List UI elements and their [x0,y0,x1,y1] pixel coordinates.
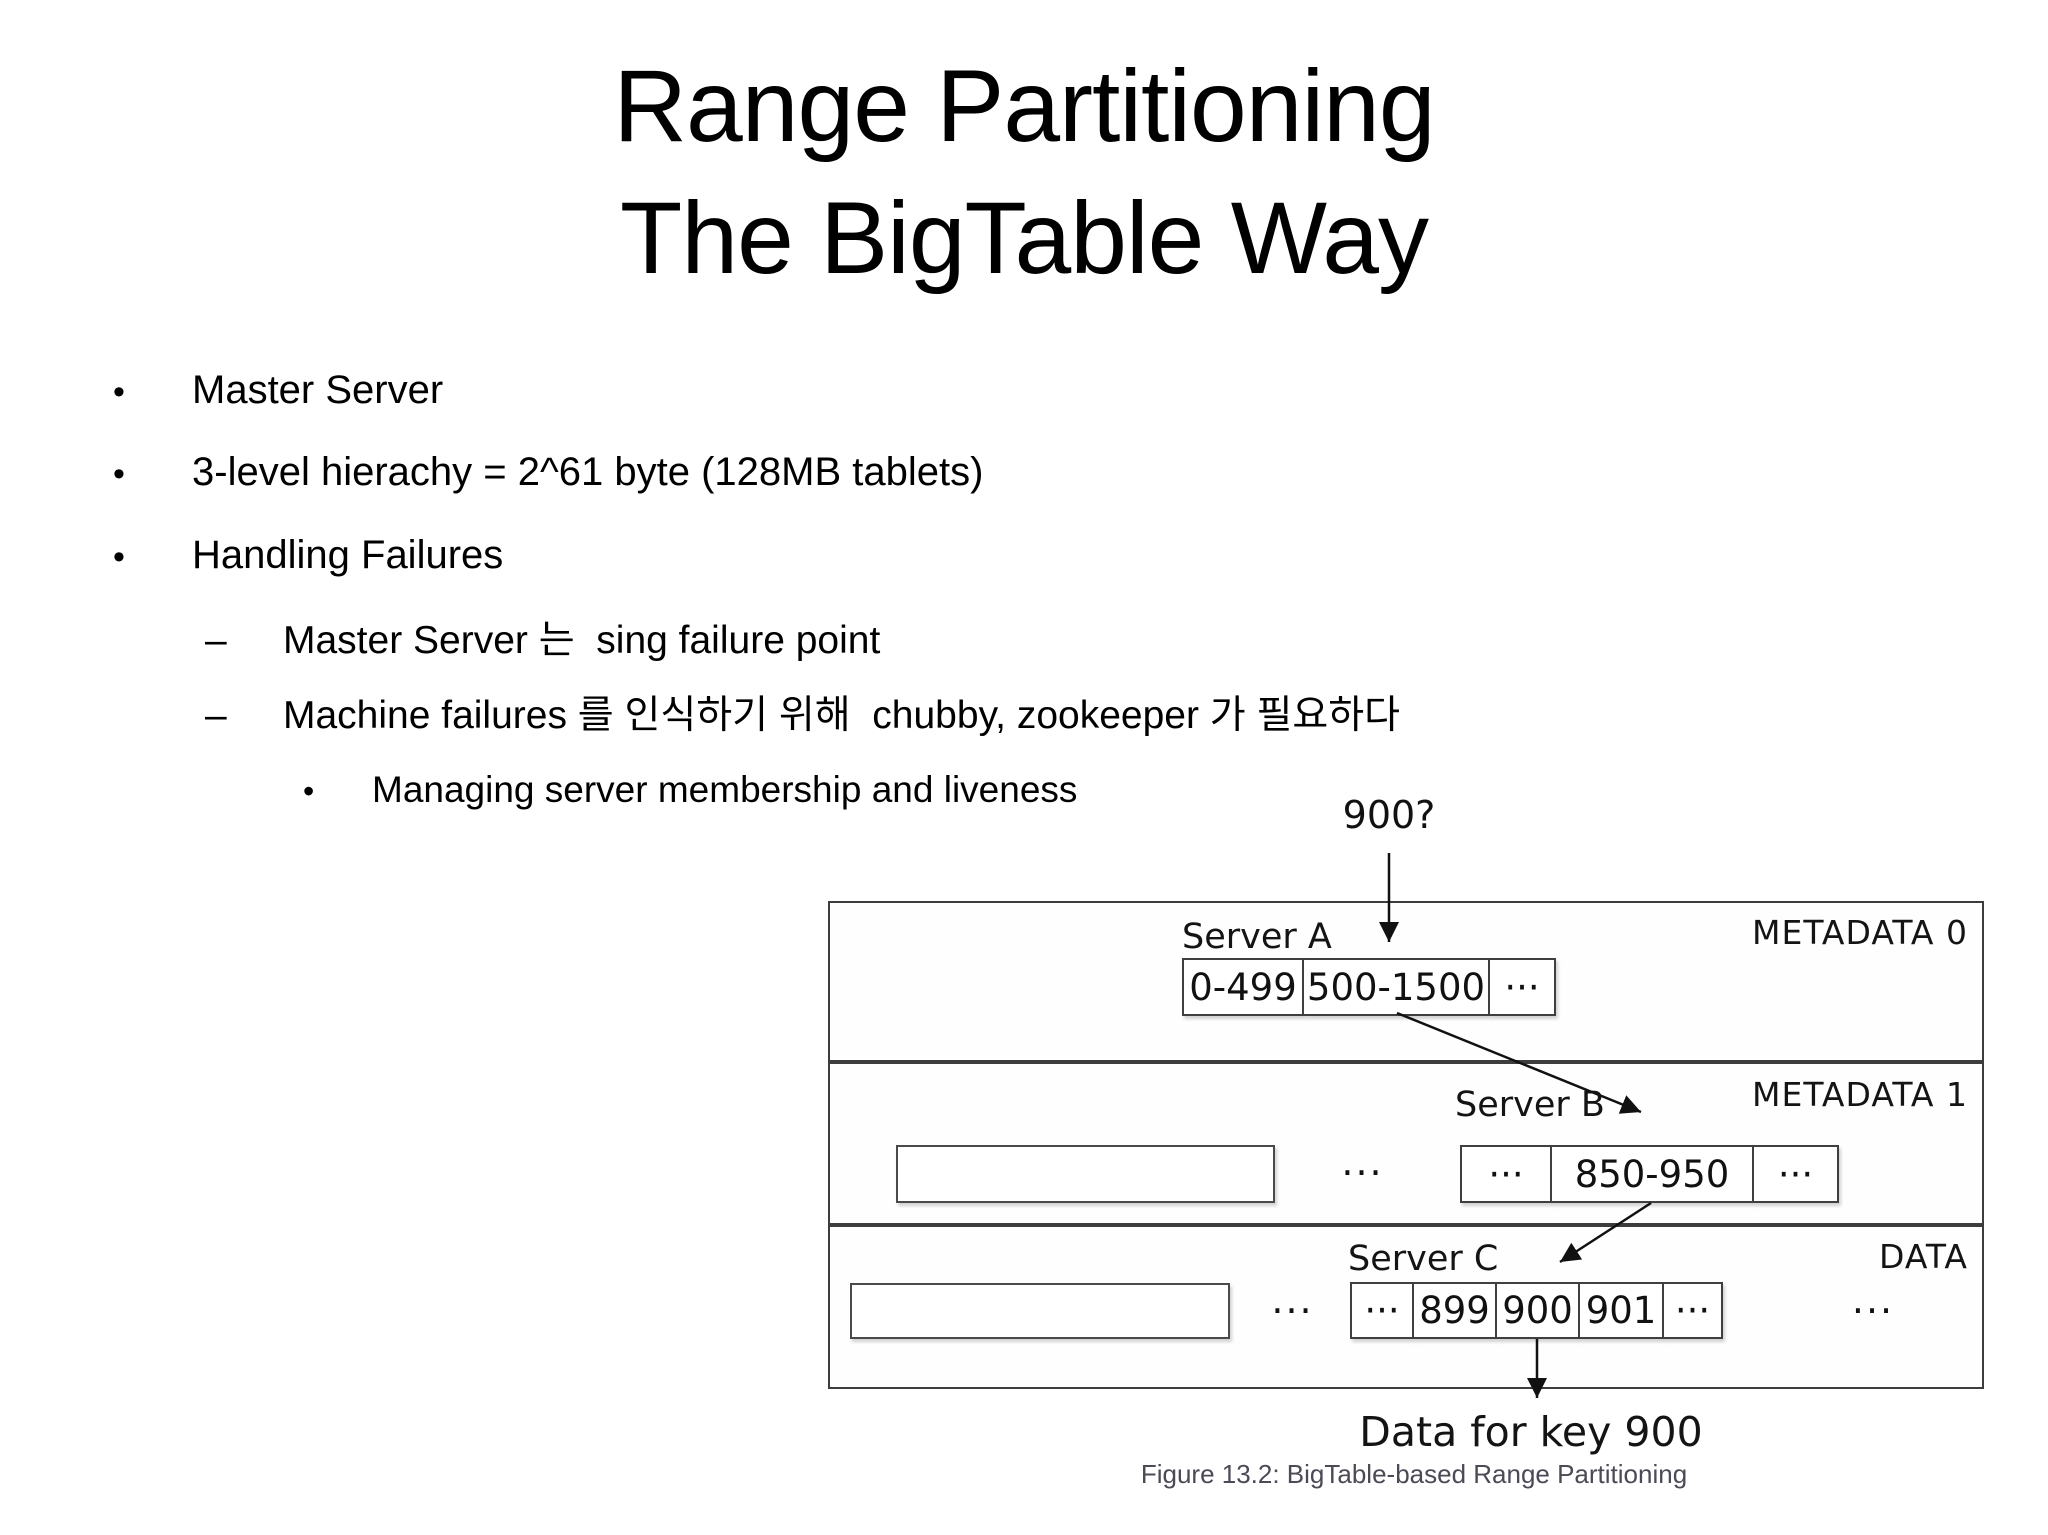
tablet-cell: 901 [1580,1282,1664,1339]
empty-tablet-box [850,1283,1230,1339]
bullet-item: • Handling Failures [113,531,503,581]
ellipsis: ··· [1851,1289,1895,1333]
tablet-cell: 900 [1497,1282,1580,1339]
section-label-metadata0: METADATA 0 [1752,913,1968,952]
bullet-text: Handling Failures [192,533,504,577]
server-a-tablet-row: 0-499 500-1500 ··· [1182,958,1556,1016]
tablet-cell: ··· [1754,1145,1839,1203]
tablet-cell: ··· [1350,1282,1414,1339]
bullet-item: – Master Server 는 sing failure point [205,617,880,664]
empty-tablet-box [896,1145,1275,1203]
ellipsis: ··· [1271,1289,1314,1333]
section-label-metadata1: METADATA 1 [1752,1075,1968,1114]
tablet-cell: 899 [1414,1282,1497,1339]
server-b-tablet-row: ··· 850-950 ··· [1460,1145,1839,1203]
tablet-cell: ··· [1490,958,1556,1016]
bullet-marker: • [113,538,125,576]
bullet-marker: • [113,455,125,493]
bullet-item: • Master Server [113,366,443,416]
section-divider [828,1223,1984,1227]
bullet-text: Master Server 는 sing failure point [283,619,881,662]
bullet-marker: • [113,373,125,411]
slide-title-line2: The BigTable Way [620,181,1429,295]
figure-caption: Figure 13.2: BigTable-based Range Partit… [1140,1459,1688,1489]
tablet-cell: ··· [1664,1282,1723,1339]
bullet-text: Machine failures 를 인식하기 위해 chubby, zooke… [283,694,1401,737]
bullet-text: Master Server [192,368,444,412]
ellipsis: ··· [1341,1151,1384,1195]
figure-panel: METADATA 0 Server A 0-499 500-1500 ··· M… [828,901,1984,1389]
bullet-marker: – [205,619,227,662]
section-divider [828,1060,1984,1064]
tablet-cell: 500-1500 [1304,958,1490,1016]
slide-title: Range Partitioning The BigTable Way [0,40,2048,304]
query-key-label: 900? [1342,793,1436,837]
slide-title-line1: Range Partitioning [613,49,1435,163]
result-label: Data for key 900 [1359,1408,1703,1456]
server-c-label: Server C [1348,1239,1499,1279]
bullet-marker: • [303,773,315,809]
bullet-item: • 3-level hierachy = 2^61 byte (128MB tab… [113,448,983,498]
bullet-text: Managing server membership and liveness [372,769,1078,810]
server-c-tablet-row: ··· 899 900 901 ··· [1350,1282,1723,1339]
section-label-data: DATA [1878,1237,1968,1276]
tablet-cell: 0-499 [1182,958,1304,1016]
server-a-label: Server A [1182,917,1332,957]
bullet-item: • Managing server membership and liveness [303,768,1077,813]
server-b-label: Server B [1455,1085,1605,1125]
tablet-cell: ··· [1460,1145,1552,1203]
bullet-text: 3-level hierachy = 2^61 byte (128MB tabl… [192,450,984,494]
bullet-marker: – [205,694,227,737]
tablet-cell: 850-950 [1552,1145,1754,1203]
bullet-item: – Machine failures 를 인식하기 위해 chubby, zook… [205,692,1400,739]
